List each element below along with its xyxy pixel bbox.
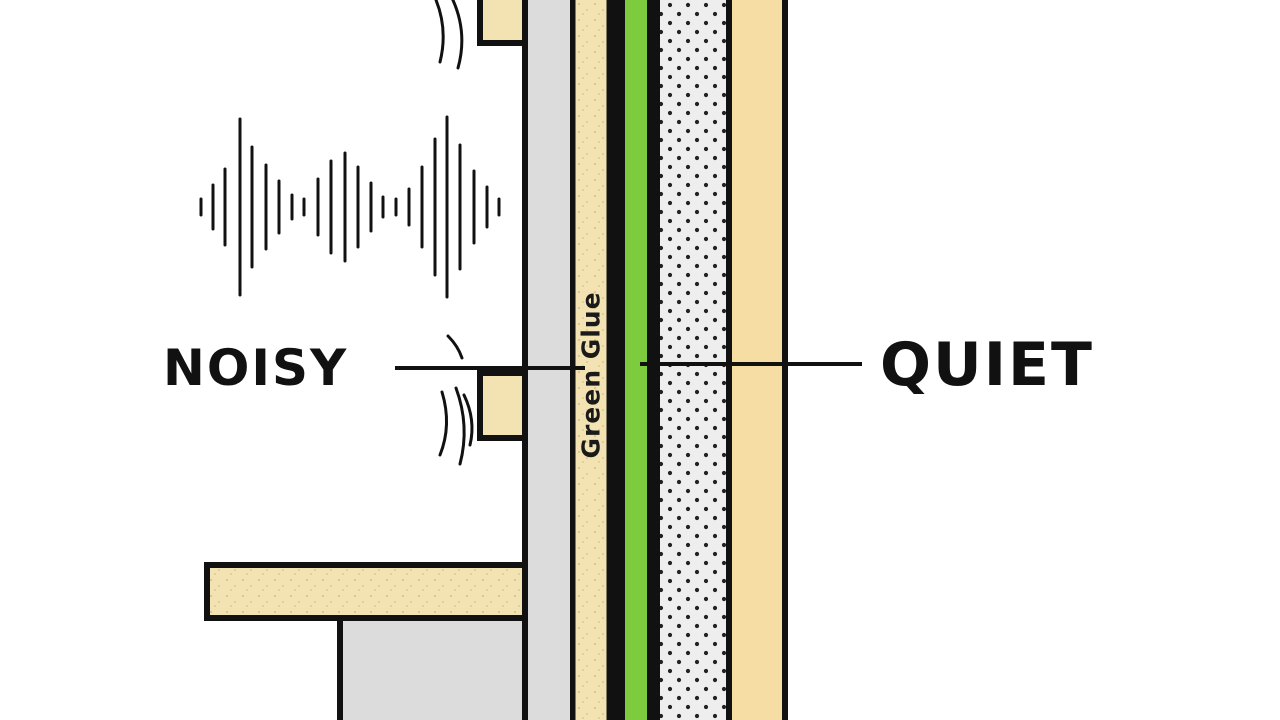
separator-strip-2 <box>647 0 657 720</box>
base-block <box>337 615 528 720</box>
outer-wood-layer <box>726 0 788 720</box>
vibration-arcs-icon <box>434 0 474 466</box>
upper-wood-block <box>477 0 528 46</box>
drywall-layer <box>522 0 576 720</box>
quiet-label: QUIET <box>880 330 1094 400</box>
dotted-panel <box>654 0 732 720</box>
green-glue-label: Green Glue <box>576 291 606 459</box>
separator-strip <box>609 0 625 720</box>
middle-wood-block <box>477 370 528 441</box>
sound-wave-icon <box>199 115 501 299</box>
green-glue-layer <box>625 0 647 720</box>
floor-board <box>204 562 528 621</box>
noisy-label: NOISY <box>163 339 349 397</box>
